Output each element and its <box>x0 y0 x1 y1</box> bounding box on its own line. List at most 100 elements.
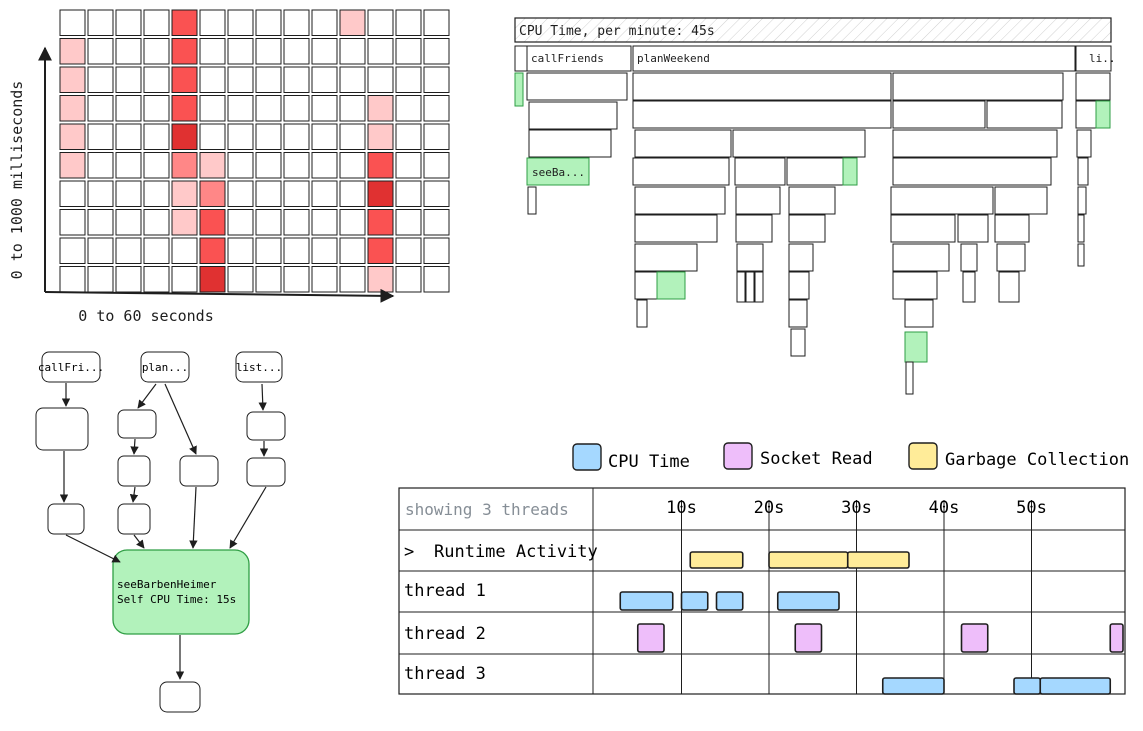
heatmap-cell[interactable] <box>423 152 450 179</box>
heatmap-cell[interactable] <box>227 237 254 264</box>
heatmap-cell[interactable] <box>283 237 310 264</box>
heatmap-cell[interactable] <box>395 9 422 36</box>
socket-read-segment[interactable] <box>960 623 989 653</box>
heatmap-cell[interactable] <box>227 209 254 236</box>
flame-frame[interactable] <box>1075 100 1097 129</box>
heatmap-cell[interactable] <box>87 152 114 179</box>
flame-frame[interactable] <box>986 100 1063 129</box>
heatmap-cell[interactable] <box>255 152 282 179</box>
heatmap-cell[interactable] <box>227 66 254 93</box>
heatmap-cell-hot[interactable] <box>199 180 226 207</box>
heatmap-cell[interactable] <box>367 9 394 36</box>
heatmap-cell[interactable] <box>143 9 170 36</box>
heatmap-cell[interactable] <box>59 9 86 36</box>
heatmap-cell-hot[interactable] <box>367 123 394 150</box>
heatmap-cell-hot[interactable] <box>367 152 394 179</box>
heatmap-cell[interactable] <box>311 152 338 179</box>
heatmap-cell[interactable] <box>423 123 450 150</box>
socket-read-segment[interactable] <box>794 623 823 653</box>
heatmap-cell[interactable] <box>227 38 254 65</box>
heatmap-cell[interactable] <box>339 38 366 65</box>
heatmap-cell[interactable] <box>311 209 338 236</box>
flame-frame-callfriends[interactable] <box>526 45 632 72</box>
heatmap-cell[interactable] <box>255 95 282 122</box>
heatmap-cell[interactable] <box>283 66 310 93</box>
heatmap-cell[interactable] <box>87 266 114 293</box>
flame-frame[interactable] <box>788 186 836 215</box>
heatmap-cell[interactable] <box>311 9 338 36</box>
heatmap-cell[interactable] <box>423 38 450 65</box>
heatmap-cell[interactable] <box>143 180 170 207</box>
flame-frame[interactable] <box>732 129 866 158</box>
heatmap-cell[interactable] <box>227 266 254 293</box>
heatmap-cell[interactable] <box>255 180 282 207</box>
callgraph-node[interactable] <box>179 455 219 487</box>
flame-frame[interactable] <box>788 214 826 243</box>
heatmap-cell-hot[interactable] <box>59 38 86 65</box>
heatmap-cell[interactable] <box>59 266 86 293</box>
heatmap-cell-hot[interactable] <box>171 38 198 65</box>
cpu-time-segment[interactable] <box>619 591 674 611</box>
flame-frame[interactable] <box>994 214 1030 243</box>
flame-frame[interactable] <box>960 243 978 272</box>
heatmap-cell[interactable] <box>115 9 142 36</box>
timeline-row-label-thread2[interactable]: thread 2 <box>404 624 486 644</box>
heatmap-cell[interactable] <box>395 209 422 236</box>
heatmap-cell[interactable] <box>423 266 450 293</box>
flame-frame[interactable] <box>734 157 786 186</box>
heatmap-cell[interactable] <box>395 95 422 122</box>
heatmap-cell[interactable] <box>255 38 282 65</box>
heatmap-cell-hot[interactable] <box>199 266 226 293</box>
heatmap-cell[interactable] <box>87 95 114 122</box>
heatmap-cell-hot[interactable] <box>171 152 198 179</box>
flame-frame[interactable] <box>890 186 994 215</box>
heatmap-cell[interactable] <box>143 38 170 65</box>
heatmap-cell[interactable] <box>283 9 310 36</box>
heatmap-cell-hot[interactable] <box>171 209 198 236</box>
flame-frame[interactable] <box>892 271 938 300</box>
flame-frame[interactable] <box>634 186 726 215</box>
heatmap-cell[interactable] <box>395 266 422 293</box>
flame-frame[interactable] <box>996 243 1026 272</box>
flame-frame-hot[interactable] <box>1095 100 1111 129</box>
heatmap-cell[interactable] <box>87 9 114 36</box>
heatmap-cell[interactable] <box>227 9 254 36</box>
heatmap-cell[interactable] <box>339 180 366 207</box>
heatmap-cell[interactable] <box>143 209 170 236</box>
heatmap-cell[interactable] <box>227 152 254 179</box>
flame-frame[interactable] <box>632 100 892 129</box>
flame-frame[interactable] <box>634 271 658 300</box>
heatmap-cell[interactable] <box>115 95 142 122</box>
heatmap-cell[interactable] <box>339 209 366 236</box>
heatmap-cell[interactable] <box>171 266 198 293</box>
callgraph-node[interactable] <box>117 409 157 439</box>
flame-frame[interactable] <box>514 45 528 72</box>
callgraph-node-seebarbenheimer[interactable] <box>112 549 250 635</box>
heatmap-cell[interactable] <box>115 38 142 65</box>
heatmap-cell[interactable] <box>311 266 338 293</box>
heatmap-cell[interactable] <box>423 95 450 122</box>
flame-frame-planweekend[interactable] <box>632 45 1076 72</box>
callgraph-node-planweekend[interactable] <box>140 351 190 383</box>
heatmap-cell[interactable] <box>199 9 226 36</box>
heatmap-cell[interactable] <box>59 209 86 236</box>
heatmap-cell[interactable] <box>143 152 170 179</box>
heatmap-cell[interactable] <box>395 180 422 207</box>
heatmap-cell[interactable] <box>339 237 366 264</box>
heatmap-cell[interactable] <box>115 237 142 264</box>
heatmap-cell[interactable] <box>199 38 226 65</box>
heatmap-cell[interactable] <box>395 38 422 65</box>
heatmap-cell[interactable] <box>87 180 114 207</box>
flame-frame[interactable] <box>890 214 956 243</box>
heatmap-cell-hot[interactable] <box>367 180 394 207</box>
heatmap-cell-hot[interactable] <box>171 180 198 207</box>
heatmap-cell-hot[interactable] <box>367 95 394 122</box>
heatmap-cell-hot[interactable] <box>59 152 86 179</box>
gc-segment[interactable] <box>689 551 744 569</box>
heatmap-cell[interactable] <box>227 123 254 150</box>
callgraph-node[interactable] <box>117 503 151 535</box>
flame-frame-hot[interactable] <box>656 271 686 300</box>
flame-frame[interactable] <box>636 299 648 328</box>
heatmap-cell-hot[interactable] <box>367 209 394 236</box>
heatmap-cell[interactable] <box>255 209 282 236</box>
